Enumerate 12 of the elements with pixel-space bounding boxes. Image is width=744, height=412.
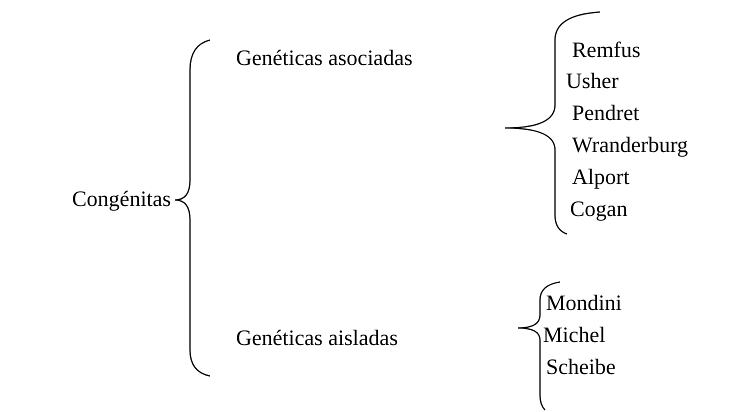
item-label: Remfus xyxy=(572,37,640,63)
item-label: Mondini xyxy=(546,290,622,316)
item-label: Michel xyxy=(543,322,606,348)
item-label: Pendret xyxy=(572,100,640,126)
item-label: Wranderburg xyxy=(572,132,688,158)
item-label: Cogan xyxy=(570,196,628,222)
category-label: Congénitas xyxy=(72,186,171,212)
item-label: Scheibe xyxy=(546,354,616,380)
item-label: Alport xyxy=(572,164,630,190)
item-label: Usher xyxy=(566,68,619,94)
subcategory-label: Genéticas aisladas xyxy=(236,325,398,351)
subcategory-label: Genéticas asociadas xyxy=(236,45,413,71)
